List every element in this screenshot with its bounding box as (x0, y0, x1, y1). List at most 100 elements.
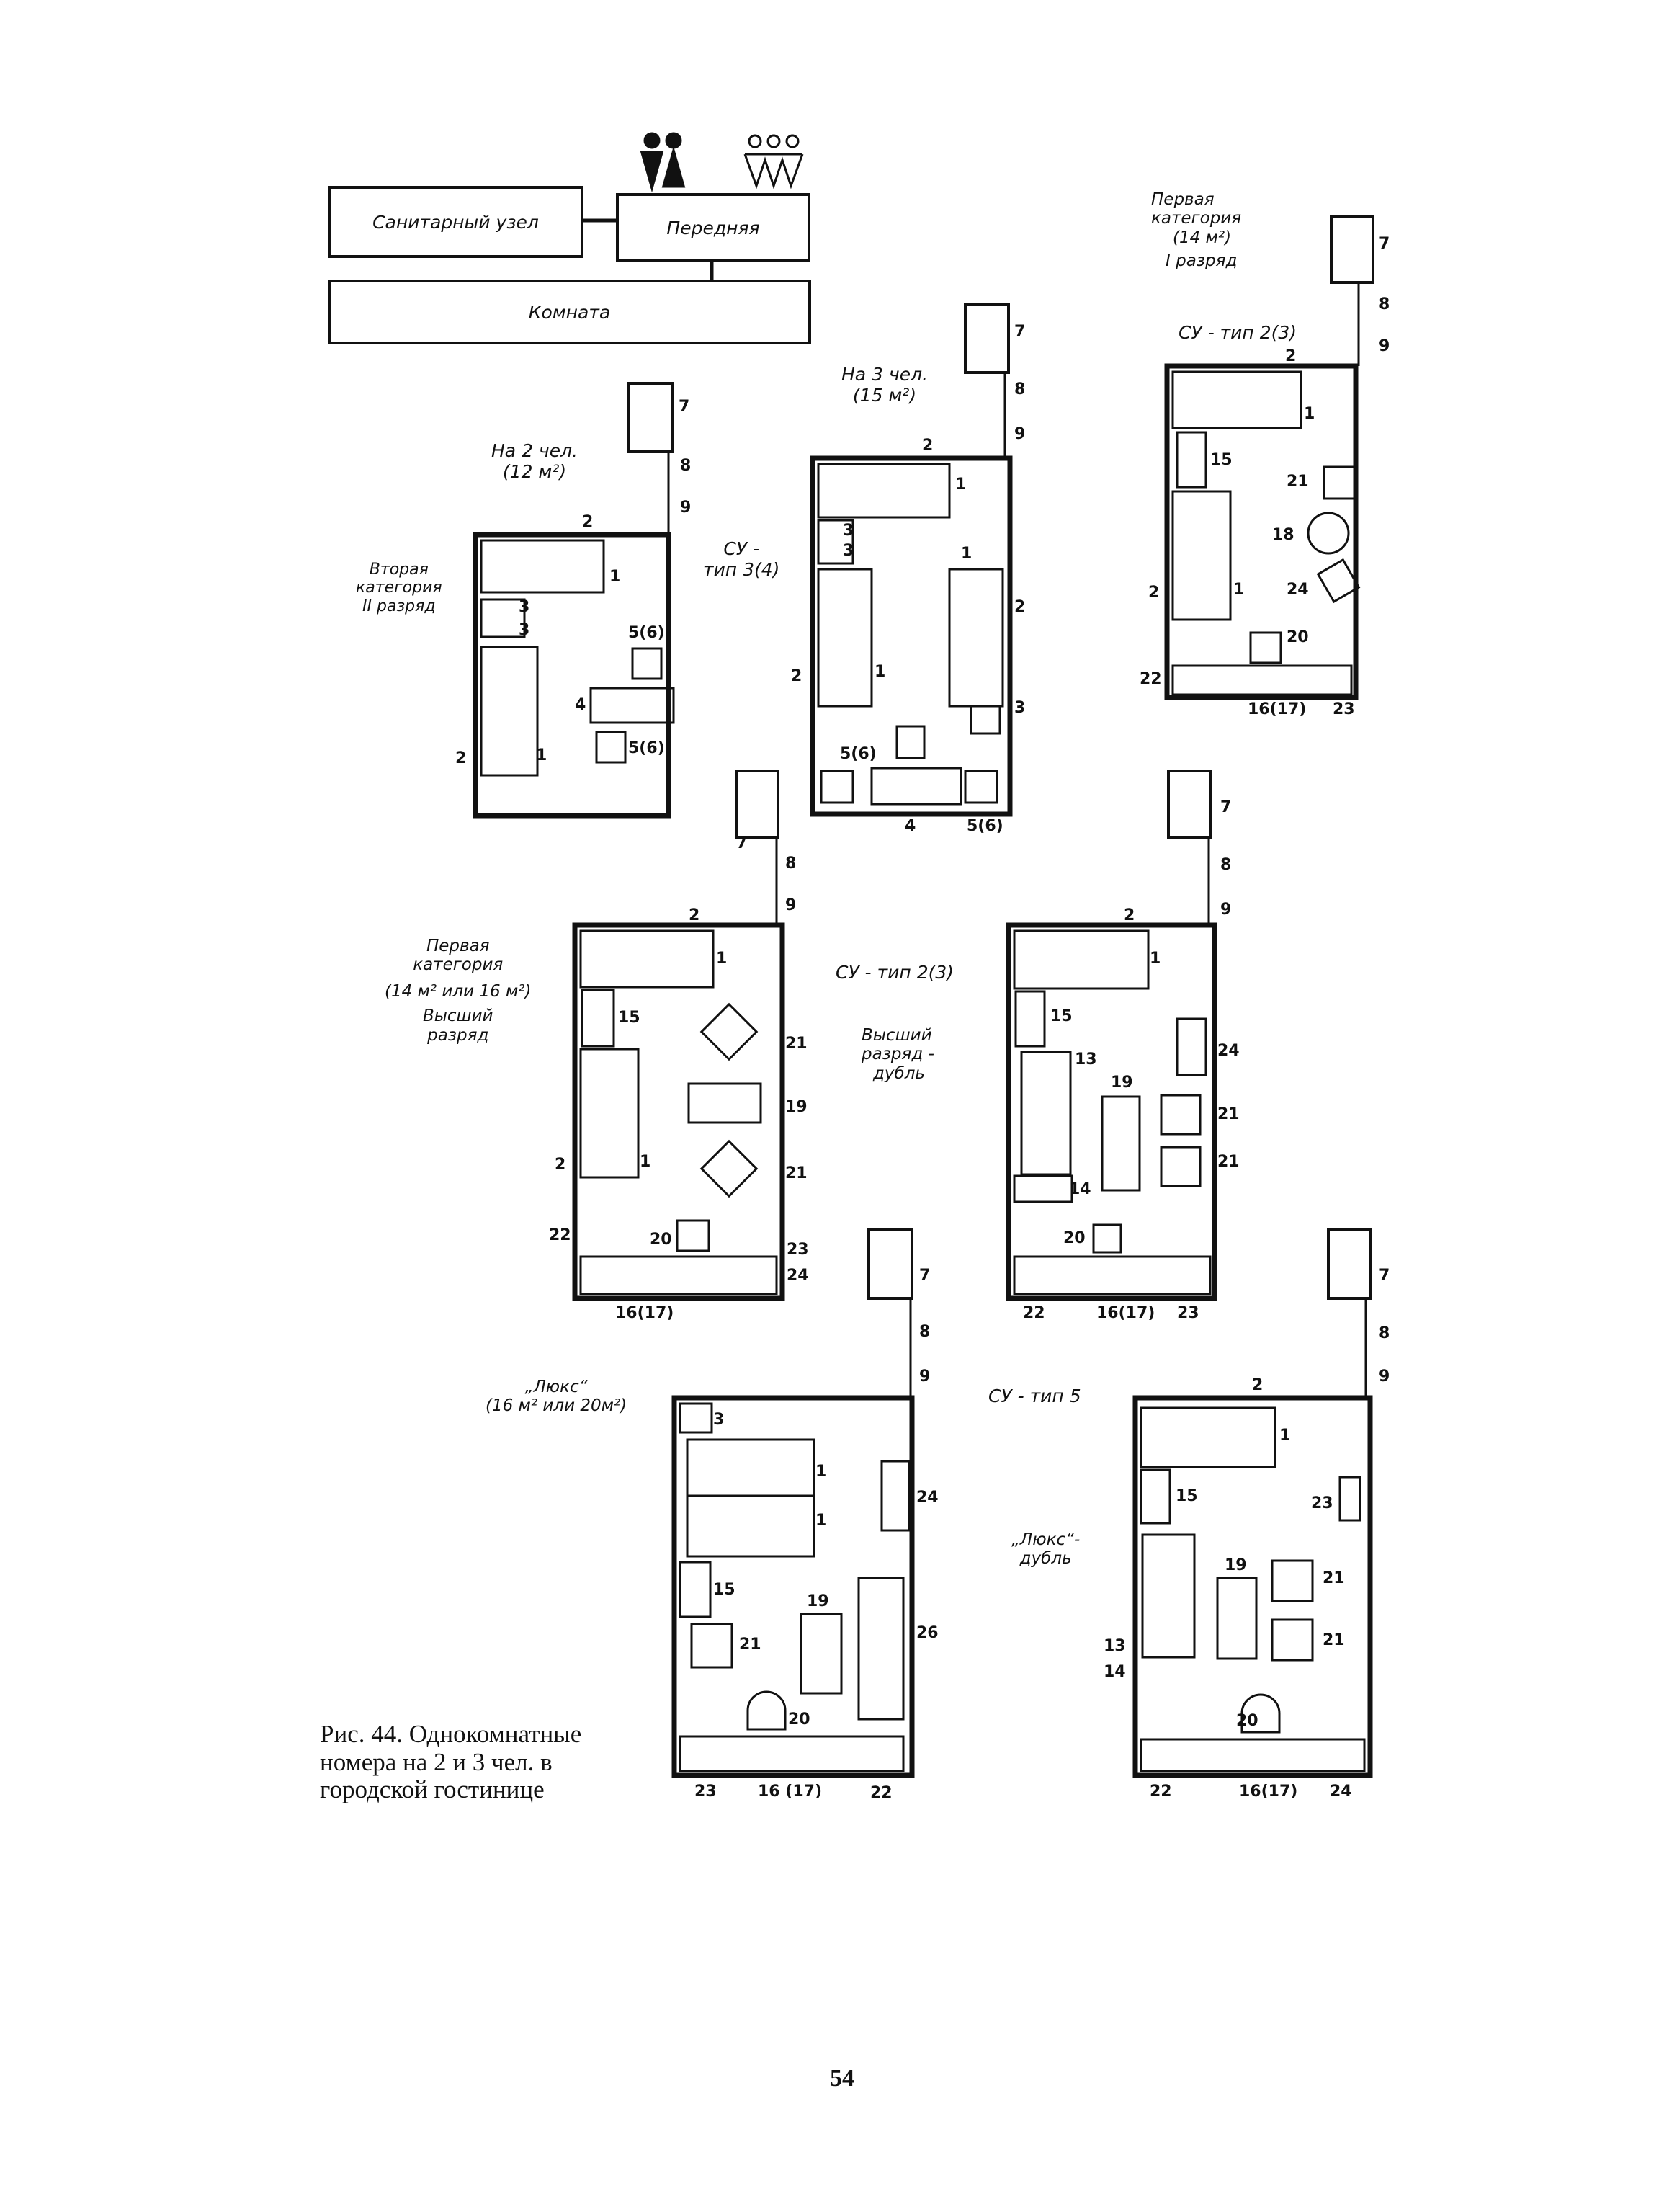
plan6-num: 15 (713, 1581, 735, 1599)
plan2-num: 4 (905, 817, 916, 835)
plan7-su-type: СУ - тип 5 (988, 1386, 1081, 1407)
plan4-num: 19 (785, 1098, 808, 1116)
plan1-category-line1: Вторая (369, 561, 429, 579)
plan7-su-line1: СУ - тип 5 (988, 1386, 1081, 1406)
plan2-num: 3 (1014, 699, 1026, 717)
plan6-num: 23 (694, 1783, 717, 1801)
plan5-num: 13 (1075, 1051, 1097, 1069)
plan3-title-line4: I разряд (1166, 251, 1238, 271)
plan3-num: 7 (1379, 235, 1390, 253)
plan5-title-line1: Высший (862, 1026, 932, 1045)
plan5-su-type: СУ - тип 2(3) (836, 962, 954, 984)
plan3-num: 1 (1233, 581, 1245, 599)
plan6-num: 20 (788, 1711, 810, 1729)
plan4-num: 1 (640, 1153, 651, 1171)
plan1-num: 5(6) (628, 739, 665, 757)
plan2-num: 7 (1014, 323, 1026, 341)
plan1-category-line2: категория (356, 579, 442, 597)
plan1-num: 7 (679, 398, 690, 416)
plan4-num: 7 (736, 834, 748, 852)
plan2-num: 1 (961, 545, 972, 563)
plan7-num: 1 (1279, 1427, 1291, 1445)
sanitary-unit-label: Санитарный узел (372, 211, 539, 233)
plan1-num: 2 (582, 513, 594, 531)
plan2-num: 5(6) (967, 817, 1003, 835)
plan-3 (1164, 215, 1374, 700)
plan1-category: Вторая категория II разряд (356, 561, 442, 615)
plan3-num: 2 (1148, 584, 1160, 602)
plan1-category-line3: II разряд (362, 597, 436, 615)
plan4-num: 21 (785, 1035, 808, 1053)
plan-1 (473, 382, 675, 819)
plan3-su-line1: СУ - тип 2(3) (1179, 322, 1297, 343)
plan7-title-line1: „Люкс“- (1011, 1530, 1081, 1549)
plan2-title-line1: На 3 чел. (841, 364, 928, 385)
plan5-num: 9 (1220, 901, 1232, 919)
plan7-num: 2 (1252, 1376, 1264, 1394)
plan6-num: 19 (807, 1592, 829, 1610)
plan3-num: 1 (1304, 405, 1315, 423)
plan3-num: 8 (1379, 295, 1390, 313)
plan2-title-line2: (15 м²) (852, 384, 917, 406)
plan1-num: 5(6) (628, 624, 665, 642)
plan3-num: 16(17) (1248, 700, 1307, 718)
plan4-num: 22 (549, 1226, 571, 1244)
plan5-num: 22 (1023, 1304, 1045, 1322)
plan7-num: 13 (1104, 1637, 1126, 1655)
plan6-num: 21 (739, 1636, 761, 1654)
plan1-su-type: СУ - тип 3(4) (703, 538, 780, 581)
room-box: Комната (328, 280, 811, 344)
plan4-title: Первая категория (14 м² или 16 м²) Высши… (385, 937, 531, 1045)
plan1-num: 9 (680, 499, 692, 517)
plan4-num: 24 (787, 1267, 809, 1285)
plan1-num: 4 (575, 696, 586, 714)
plan3-title-line1: Первая (1151, 190, 1215, 209)
plan6-title-line2: (16 м² или 20м²) (486, 1396, 627, 1416)
plan1-title-line2: (12 м²) (502, 460, 567, 482)
plan3-num: 22 (1140, 670, 1162, 688)
plan2-num: 1 (875, 663, 886, 681)
plan7-num: 15 (1176, 1487, 1198, 1505)
plan7-num: 24 (1330, 1783, 1352, 1801)
plan3-title-line3: (14 м²) (1173, 228, 1232, 247)
plan1-su-line1: СУ - (723, 538, 760, 559)
plan-4 (572, 770, 785, 1301)
plan6-num: 24 (916, 1489, 939, 1507)
plan1-title-line1: На 2 чел. (491, 440, 578, 461)
plan1-su-line2: тип 3(4) (703, 558, 780, 580)
plan3-num: 9 (1379, 337, 1390, 355)
plan1-num: 3 (519, 621, 530, 639)
two-people-icon (640, 132, 686, 193)
page-number: 54 (830, 2065, 854, 2092)
plan1-num: 1 (609, 568, 621, 586)
plan-5 (1006, 770, 1217, 1301)
plan5-num: 23 (1177, 1304, 1199, 1322)
plan7-num: 7 (1379, 1267, 1390, 1285)
plan6-num: 1 (815, 1512, 827, 1530)
plan5-num: 21 (1217, 1105, 1240, 1123)
plan5-num: 2 (1124, 906, 1135, 924)
plan7-num: 16(17) (1239, 1783, 1298, 1801)
plan7-title-line2: дубль (1019, 1549, 1072, 1569)
caption-line: номера на 2 и 3 чел. в (320, 1747, 553, 1776)
plan2-num: 2 (791, 667, 802, 685)
plan7-num: 21 (1323, 1569, 1345, 1587)
plan3-title-line2: категория (1151, 209, 1242, 228)
caption-line: городской гостинице (320, 1775, 545, 1803)
plan4-num: 9 (785, 896, 797, 914)
plan1-title: На 2 чел. (12 м²) (491, 440, 578, 483)
plan7-num: 22 (1150, 1783, 1172, 1801)
plan6-num: 16 (17) (758, 1783, 822, 1801)
plan2-num: 1 (955, 476, 967, 494)
plan1-num: 8 (680, 457, 692, 475)
plan3-num: 24 (1287, 581, 1309, 599)
plan6-num: 26 (916, 1624, 939, 1642)
plan5-su-line1: СУ - тип 2(3) (836, 962, 954, 983)
plan5-title-line2: разряд - (862, 1045, 934, 1064)
plan4-num: 8 (785, 855, 797, 873)
plan3-su-type: СУ - тип 2(3) (1179, 322, 1297, 344)
plan7-num: 19 (1225, 1556, 1247, 1574)
plan3-title: Первая категория (14 м²) I разряд (1151, 190, 1241, 271)
plan2-num: 3 (843, 542, 854, 560)
plan4-num: 2 (555, 1156, 566, 1174)
